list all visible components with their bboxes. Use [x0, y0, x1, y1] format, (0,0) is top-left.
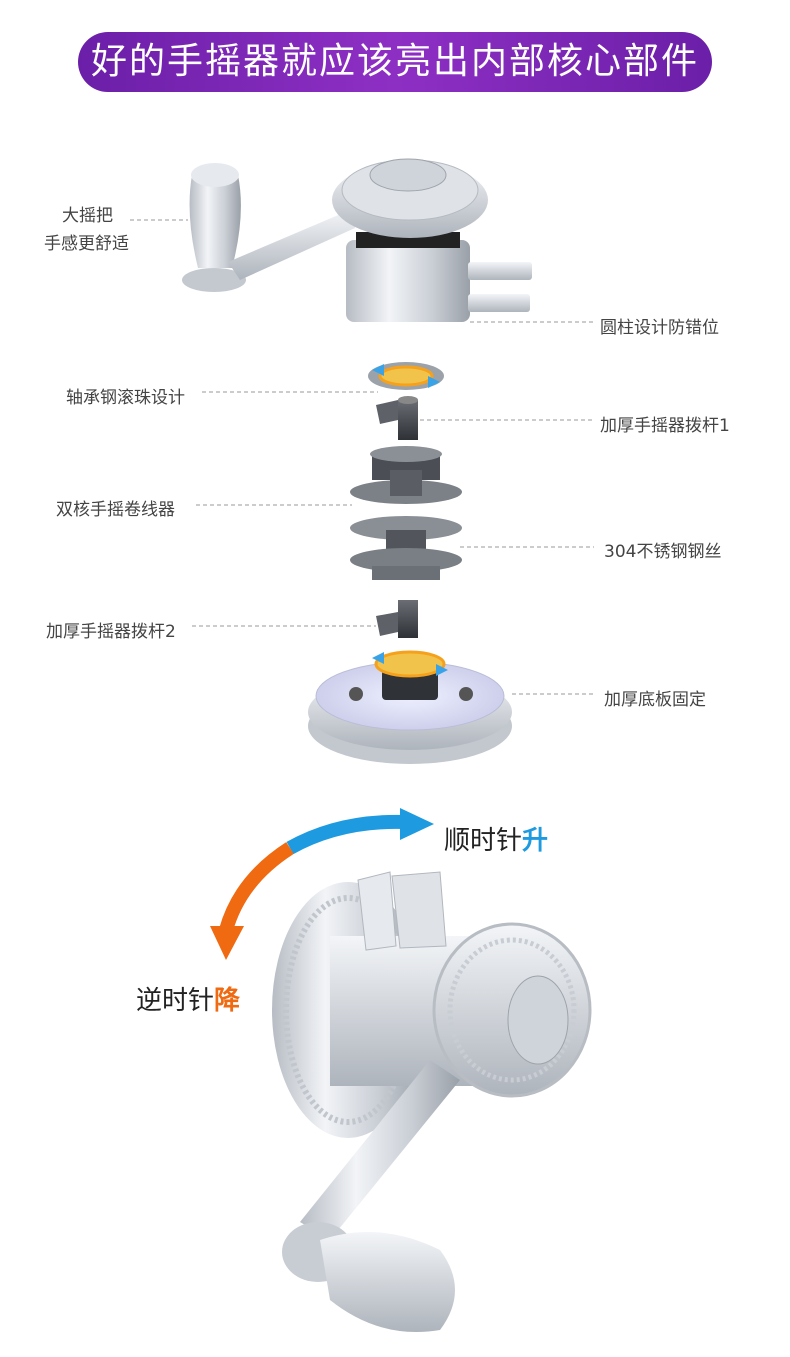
lever1-part [376, 396, 418, 440]
bearing-label: 轴承钢滚珠设计 [66, 388, 185, 408]
handle-label-line2: 手感更舒适 [44, 234, 129, 254]
lever2-label: 加厚手摇器拨杆2 [46, 622, 176, 642]
lever1-label: 加厚手摇器拨杆1 [600, 416, 730, 436]
counterclockwise-label: 逆时针降 [136, 980, 240, 1017]
steel-wire-label: 304不锈钢钢丝 [604, 542, 722, 562]
base-label: 加厚底板固定 [604, 690, 706, 710]
base-plate [308, 650, 512, 764]
leader-lines [130, 219, 594, 695]
cylinder-label: 圆柱设计防错位 [600, 318, 719, 338]
counterclockwise-arrow [210, 842, 294, 960]
double-core-label: 双核手摇卷线器 [56, 500, 175, 520]
bearing-part [368, 362, 444, 390]
counterclockwise-action: 降 [214, 986, 241, 1016]
clockwise-action: 升 [522, 826, 549, 856]
double-core-spool [350, 446, 462, 580]
assembled-crank [272, 871, 592, 1332]
counterclockwise-prefix: 逆时针 [136, 986, 215, 1016]
lever2-part [376, 600, 418, 638]
clockwise-prefix: 顺时针 [444, 826, 523, 856]
handle-assembly [182, 158, 532, 322]
banner-title: 好的手摇器就应该亮出内部核心部件 [78, 32, 712, 92]
clockwise-arrow [286, 808, 434, 855]
handle-label-line1: 大摇把 [62, 206, 113, 226]
clockwise-label: 顺时针升 [444, 820, 548, 857]
